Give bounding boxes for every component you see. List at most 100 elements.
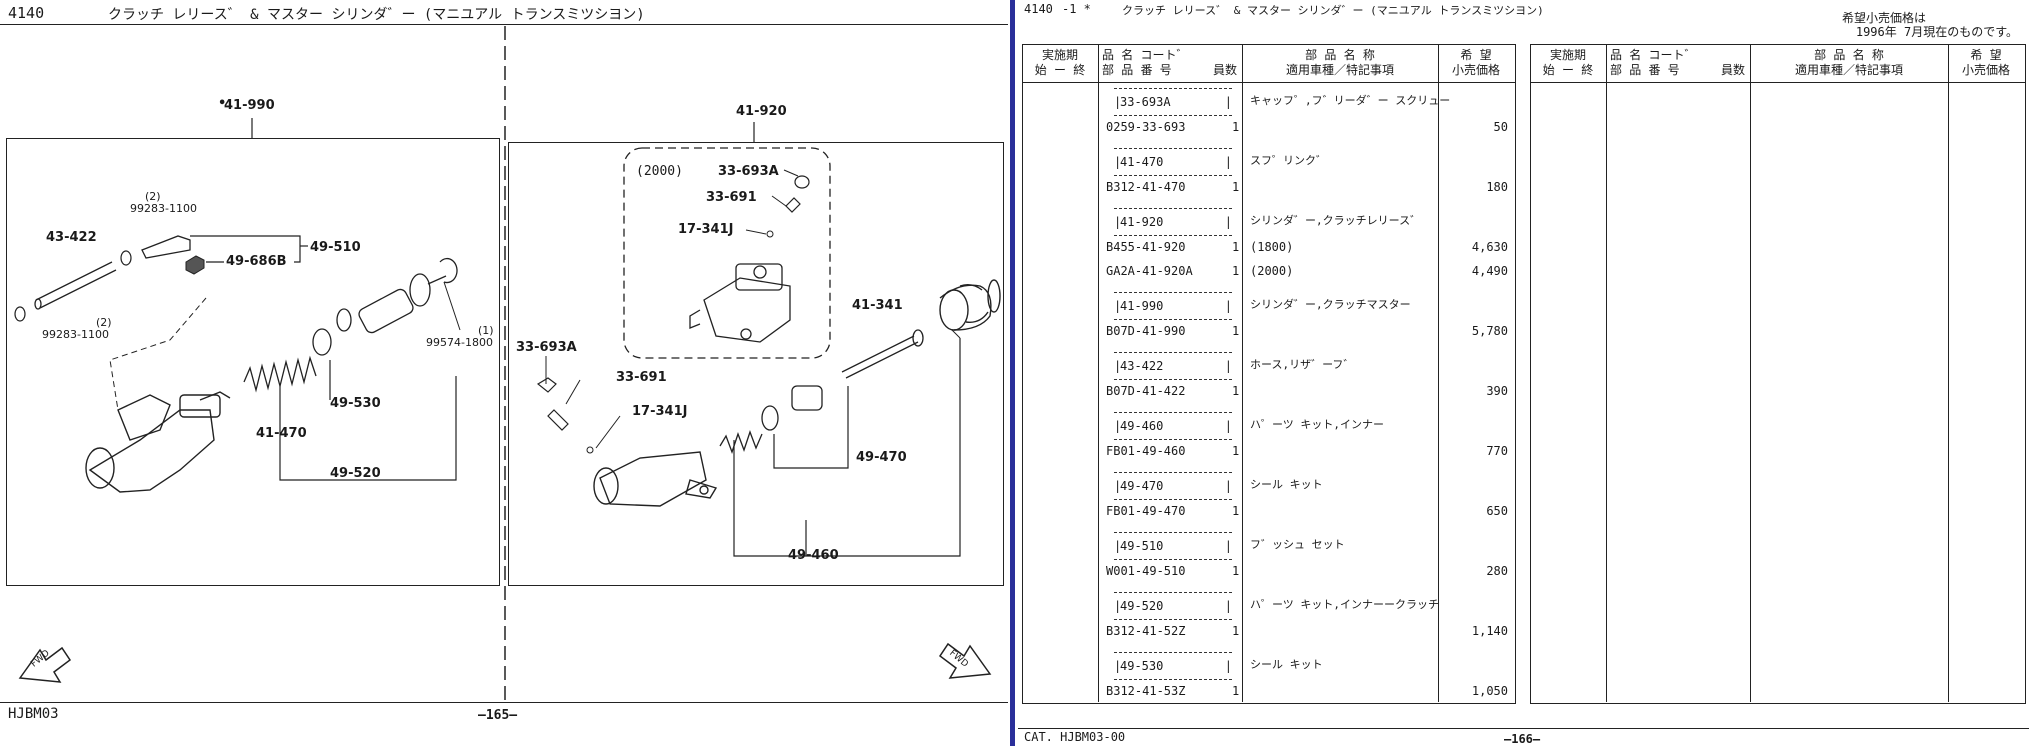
label-41-470: 41-470 <box>256 426 307 441</box>
part-number: B07D-41-422 <box>1106 384 1186 398</box>
left-footer-rule <box>0 702 1008 703</box>
part-description: ホース,リザ゛ーフ゛ <box>1250 358 1355 371</box>
group-box-bar-right: | <box>1224 215 1232 229</box>
part-quantity: 1 <box>1232 684 1240 698</box>
label-99574-qty: (1) <box>478 324 494 337</box>
inset-2000-box <box>623 147 831 359</box>
exploded-view-drawing <box>14 26 1001 700</box>
price-table-left <box>1022 44 1516 704</box>
col-name: 部 品 名 称適用車種／特記事項 <box>1285 48 1394 77</box>
part-description: ハ゜ーツ キット,インナー <box>1250 418 1385 431</box>
label-43-422: 43-422 <box>46 230 97 245</box>
release-cylinder-body-part <box>593 451 718 507</box>
part-quantity: 1 <box>1232 264 1240 278</box>
right-page-code: 4140 <box>1024 2 1053 16</box>
group-box-bar-right: | <box>1224 299 1232 313</box>
part-number: B07D-41-990 <box>1106 324 1186 338</box>
asterisk-41-990: • <box>218 96 227 111</box>
group-code: 33-693A <box>1120 95 1171 109</box>
part-number: W001-49-510 <box>1106 564 1186 578</box>
label-33-691: 33-691 <box>616 370 667 385</box>
group-code-box: 49-510|| <box>1114 532 1232 560</box>
label-99283-top-qty: (2) <box>145 190 161 203</box>
part-price: 770 <box>1486 444 1508 458</box>
part-quantity: 1 <box>1232 444 1240 458</box>
group-box-bar-left: | <box>1114 359 1122 373</box>
right-page-price-list: 4140 -1 * クラッチ レリース゛ & マスター シリンダ゛ー (マニユア… <box>1018 0 2029 746</box>
label-49-530: 49-530 <box>330 396 381 411</box>
part-price: 1,140 <box>1471 624 1508 638</box>
reservoir-pipe-part <box>141 235 191 259</box>
reservoir-hose-part <box>34 261 117 310</box>
spring-part <box>243 355 317 393</box>
part-price: 390 <box>1486 384 1508 398</box>
group-code: 49-460 <box>1120 419 1164 433</box>
label-49-686b: 49-686B <box>226 254 287 269</box>
group-code-box: 49-530|| <box>1114 652 1232 680</box>
group-code: 49-520 <box>1120 599 1164 613</box>
label-99283-bottom-qty: (2) <box>96 316 112 329</box>
group-code: 49-470 <box>1120 479 1164 493</box>
part-price: 50 <box>1493 120 1508 134</box>
part-description: シール キット <box>1250 478 1323 491</box>
part-quantity: 1 <box>1232 180 1240 194</box>
group-box-bar-left: | <box>1114 479 1122 493</box>
col-qty-2: 員数 <box>1720 63 1745 77</box>
label-49-470: 49-470 <box>856 450 907 465</box>
group-code: 41-920 <box>1120 215 1164 229</box>
o-ring-part <box>336 308 352 332</box>
label-99283-bottom: 99283-1100 <box>42 328 109 341</box>
group-code-box: 41-470|| <box>1114 148 1232 176</box>
seal-part <box>312 328 332 356</box>
piston-part <box>358 273 447 334</box>
page-divider <box>1010 0 1015 746</box>
col-code-2: 品 名 コート゛部 品 番 号 <box>1610 48 1697 77</box>
clamp-top-part <box>120 250 132 266</box>
part-price: 5,780 <box>1471 324 1508 338</box>
left-page-number: —165— <box>478 708 518 723</box>
part-description: キャッフ゜,フ゛リーダ゛ー スクリュー <box>1250 94 1451 107</box>
part-price: 1,050 <box>1471 684 1508 698</box>
part-quantity: 1 <box>1232 240 1240 254</box>
snap-ring-part <box>439 257 458 284</box>
part-number: B455-41-920 <box>1106 240 1186 254</box>
master-cylinder-body-part <box>85 391 231 493</box>
label-41-990: 41-990 <box>224 98 275 113</box>
part-description: フ゛ッシュ セット <box>1250 538 1345 551</box>
part-quantity: 1 <box>1232 120 1240 134</box>
col-price: 希 望小売価格 <box>1451 48 1500 77</box>
part-note: (2000) <box>1250 264 1294 278</box>
group-code-box: 41-990|| <box>1114 292 1232 320</box>
group-code: 41-470 <box>1120 155 1164 169</box>
left-header-rule <box>0 24 1008 25</box>
group-code-box: 41-920|| <box>1114 208 1232 236</box>
label-41-920: 41-920 <box>736 104 787 119</box>
part-quantity: 1 <box>1232 564 1240 578</box>
part-description: スフ゜リンク゛ <box>1250 154 1327 167</box>
part-number: B312-41-470 <box>1106 180 1186 194</box>
price-table-right <box>1530 44 2026 704</box>
part-note: (1800) <box>1250 240 1294 254</box>
group-box-bar-right: | <box>1224 419 1232 433</box>
part-quantity: 1 <box>1232 324 1240 338</box>
group-box-bar-right: | <box>1224 479 1232 493</box>
inset-release-cylinder-part <box>689 263 791 343</box>
part-price: 280 <box>1486 564 1508 578</box>
group-box-bar-left: | <box>1114 419 1122 433</box>
group-code: 41-990 <box>1120 299 1164 313</box>
group-box-bar-right: | <box>1224 95 1232 109</box>
right-catalog-code: CAT. HJBM03-00 <box>1024 730 1126 744</box>
label-inset-year: (2000) <box>636 164 683 179</box>
group-box-bar-left: | <box>1114 539 1122 553</box>
group-box-bar-left: | <box>1114 299 1122 313</box>
part-description: シール キット <box>1250 658 1323 671</box>
group-box-bar-left: | <box>1114 599 1122 613</box>
label-inset-33-691: 33-691 <box>706 190 757 205</box>
part-price: 4,630 <box>1471 240 1508 254</box>
group-box-bar-right: | <box>1224 659 1232 673</box>
label-49-460: 49-460 <box>788 548 839 563</box>
part-number: B312-41-53Z <box>1106 684 1186 698</box>
release-spring-part <box>719 430 763 454</box>
group-code-box: 49-520|| <box>1114 592 1232 620</box>
price-note-line1: 希望小売価格は <box>1841 11 1926 25</box>
